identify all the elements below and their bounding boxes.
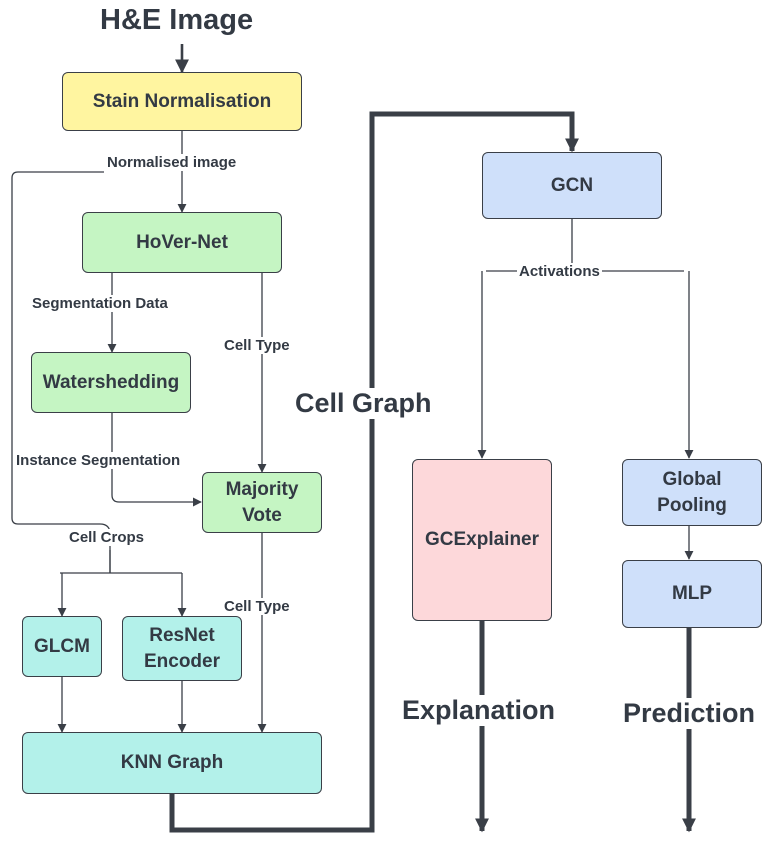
arrow-watershed-to-vote — [111, 413, 202, 507]
label-explanation: Explanation — [400, 695, 558, 726]
diagram-title: H&E Image — [100, 4, 254, 36]
label-normalised-image: Normalised image — [105, 154, 239, 171]
line-normalised-bypass — [11, 171, 111, 573]
hovernet-box: HoVer-Net — [82, 212, 282, 273]
glcm-box: GLCM — [22, 616, 102, 677]
watershedding-box: Watershedding — [31, 352, 191, 413]
label-cell-crops: Cell Crops — [67, 529, 147, 546]
label-cell-graph: Cell Graph — [293, 388, 434, 419]
label-prediction: Prediction — [621, 698, 758, 729]
mlp-box: MLP — [622, 560, 762, 628]
majority-vote-box: Majority Vote — [202, 472, 322, 533]
knn-graph-box: KNN Graph — [22, 732, 322, 794]
cell-graph-path — [169, 111, 579, 833]
label-cell-type-1: Cell Type — [222, 337, 292, 354]
resnet-encoder-box: ResNet Encoder — [122, 616, 242, 681]
gcn-box: GCN — [482, 152, 662, 219]
gcexplainer-box: GCExplainer — [412, 459, 552, 621]
label-cell-type-2: Cell Type — [222, 598, 292, 615]
global-pooling-box: Global Pooling — [622, 459, 762, 526]
stain-normalisation-box: Stain Normalisation — [62, 72, 302, 131]
label-instance-segmentation: Instance Segmentation — [14, 452, 183, 469]
line-cellcrops-split — [60, 550, 182, 574]
label-activations: Activations — [517, 263, 602, 280]
label-segmentation-data: Segmentation Data — [30, 295, 170, 312]
